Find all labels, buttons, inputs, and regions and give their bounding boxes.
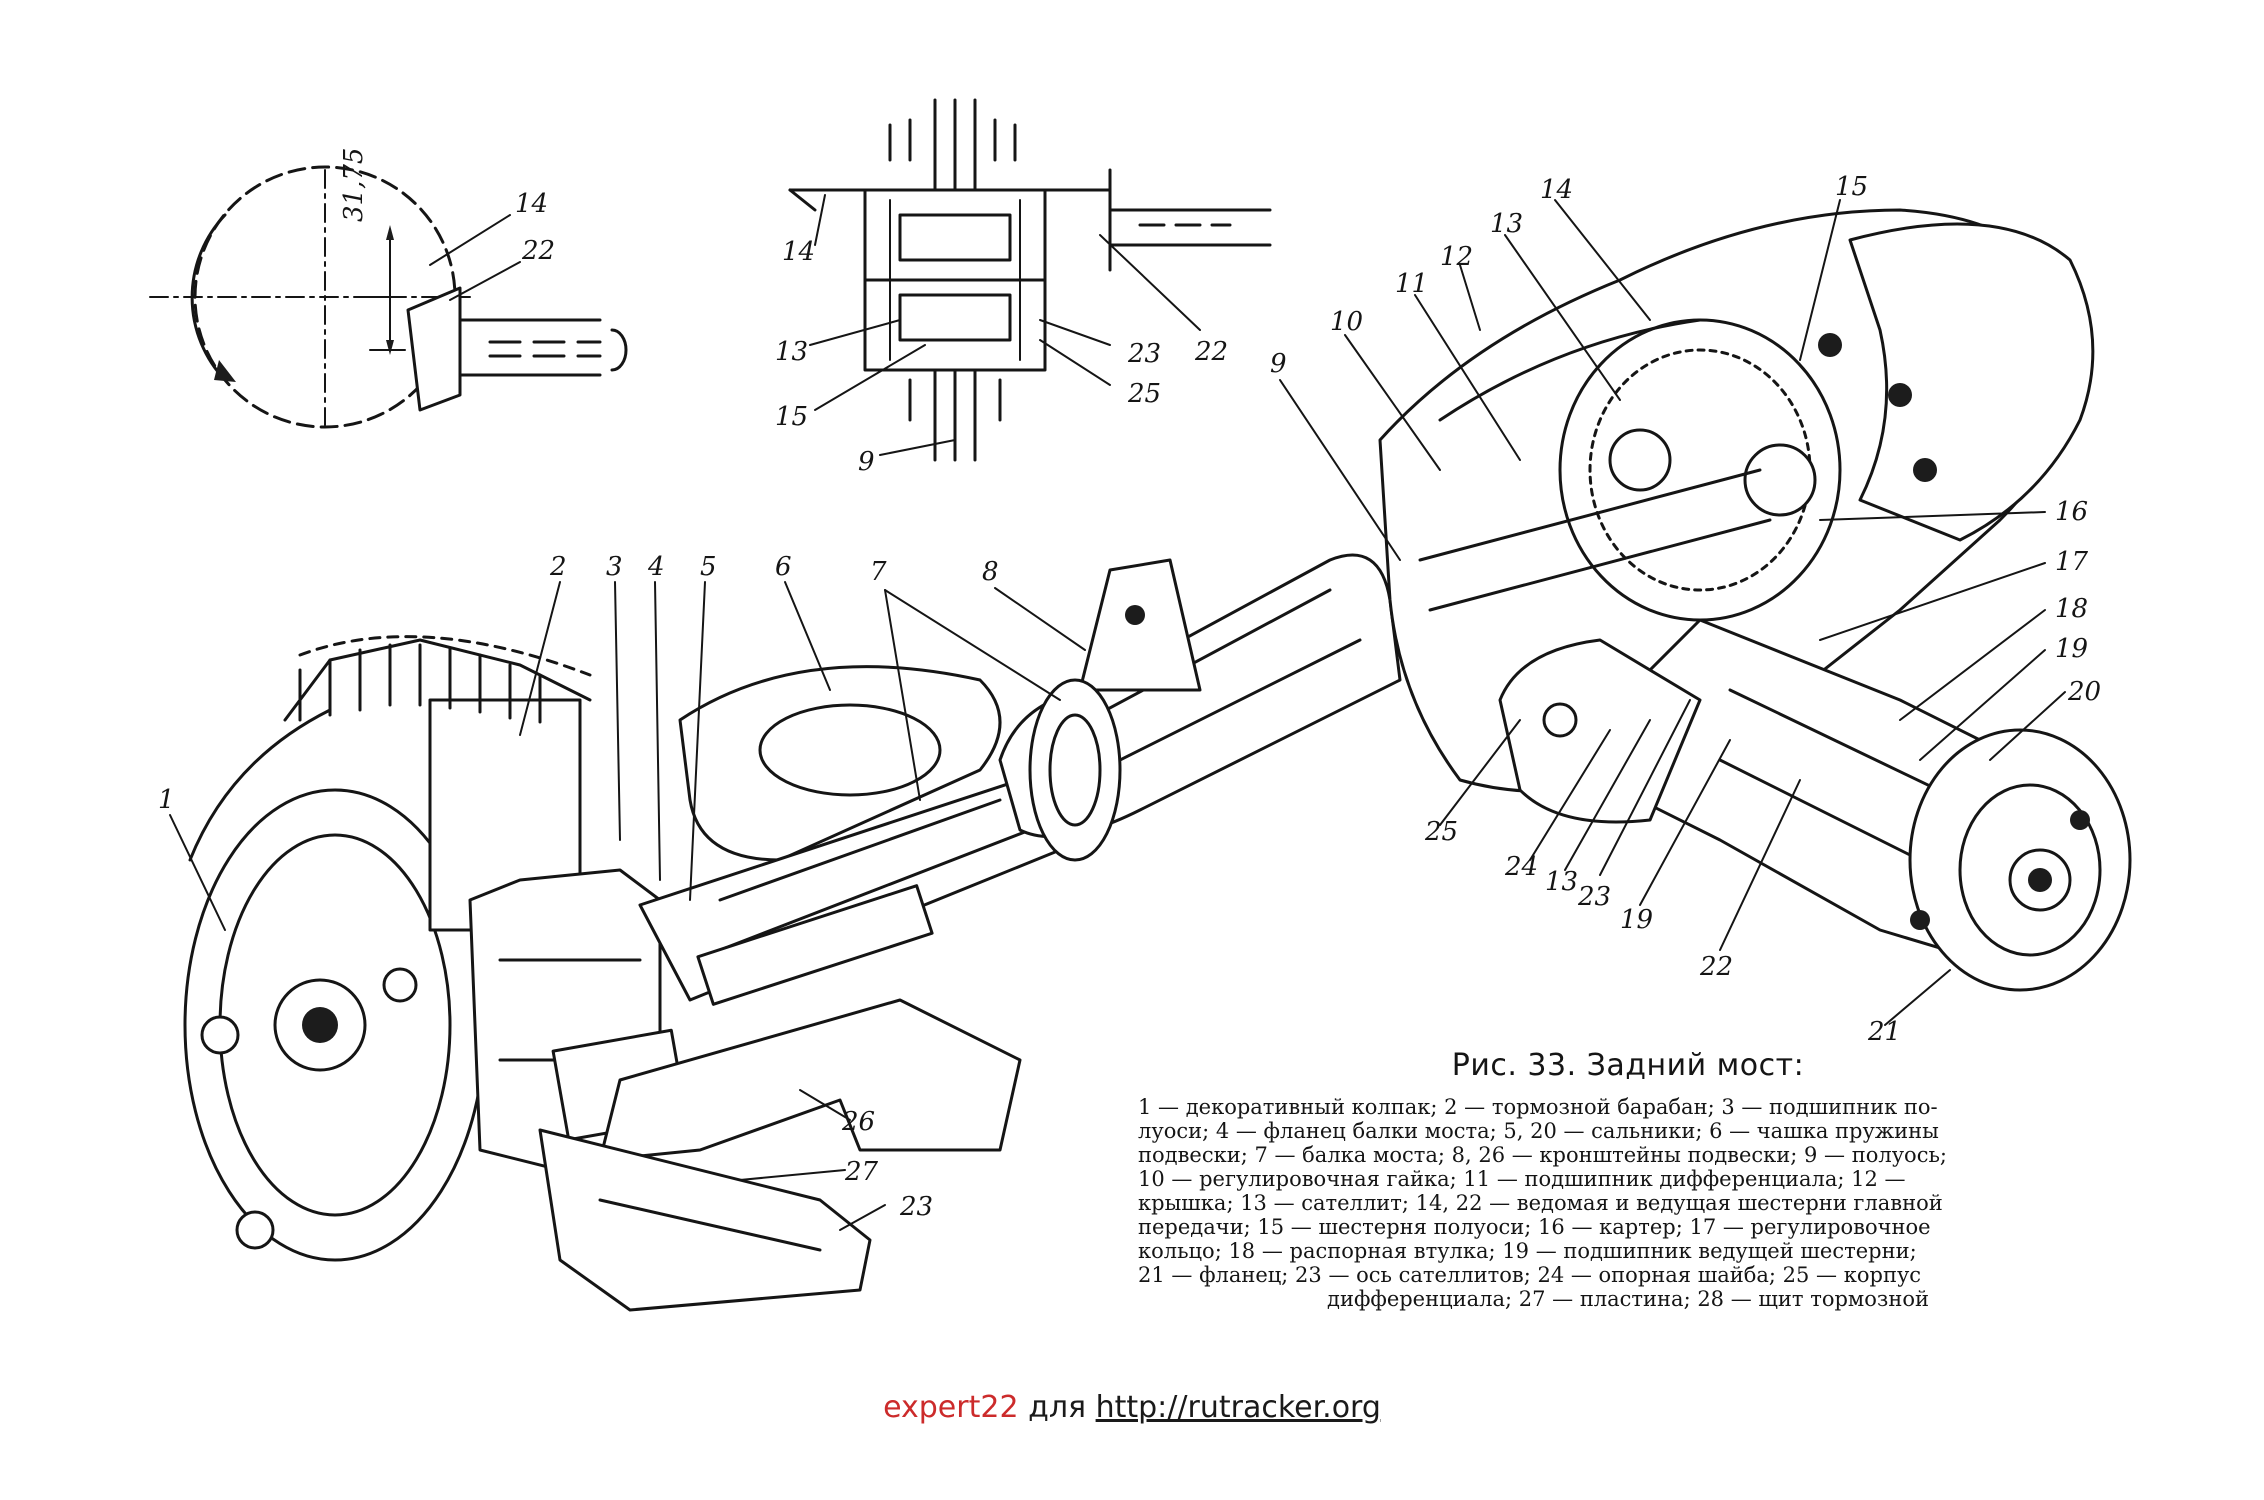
callout-3: 3 — [606, 552, 623, 582]
callout-13-top: 13 — [1490, 209, 1523, 239]
callout-2: 2 — [549, 552, 567, 582]
figure-title: Рис. 33. Задний мост: — [1451, 1048, 1805, 1083]
callout-21: 21 — [1867, 1017, 1901, 1047]
callout-19-bottom: 19 — [1620, 905, 1653, 935]
schematic-label-25: 25 — [1127, 379, 1161, 409]
callout-11: 11 — [1395, 269, 1428, 299]
callout-25: 25 — [1424, 817, 1458, 847]
main-callouts: 1 2 3 4 5 6 7 8 9 10 11 12 13 14 15 16 1… — [158, 172, 2101, 1222]
inset-label-22: 22 — [521, 236, 555, 266]
legend-line: кольцо; 18 — распорная втулка; 19 — подш… — [1138, 1239, 1917, 1263]
callout-9: 9 — [1270, 349, 1287, 379]
axle-cutaway — [183, 208, 2132, 1312]
inset-dimension: 31,75 — [339, 148, 369, 222]
callout-26: 26 — [841, 1107, 875, 1137]
callout-12: 12 — [1440, 242, 1473, 272]
schematic-label-22: 22 — [1194, 337, 1228, 367]
drum-fins — [298, 643, 542, 724]
legend-line: крышка; 13 — сателлит; 14, 22 — ведомая … — [1138, 1191, 1943, 1215]
watermark-separator: для — [1018, 1390, 1096, 1425]
callout-4: 4 — [647, 552, 665, 582]
watermark-name: expert22 — [883, 1390, 1019, 1425]
callout-1: 1 — [158, 785, 175, 815]
callout-5: 5 — [700, 552, 717, 582]
callout-leaders — [169, 199, 2066, 1231]
schematic-label-13: 13 — [775, 337, 808, 367]
callout-15: 15 — [1835, 172, 1868, 202]
callout-20: 20 — [2067, 677, 2101, 707]
callout-8: 8 — [982, 557, 999, 587]
callout-17: 17 — [2055, 547, 2089, 577]
callout-23-right: 23 — [1577, 882, 1611, 912]
legend-line: подвески; 7 — балка моста; 8, 26 — кронш… — [1138, 1143, 1947, 1167]
legend-line: передачи; 15 — шестерня полуоси; 16 — ка… — [1138, 1215, 1931, 1239]
callout-24: 24 — [1504, 852, 1538, 882]
schematic-label-23: 23 — [1127, 339, 1161, 369]
legend-line: 10 — регулировочная гайка; 11 — подшипни… — [1138, 1167, 1906, 1191]
callout-22: 22 — [1699, 952, 1733, 982]
callout-7: 7 — [870, 557, 887, 587]
callout-14: 14 — [1540, 175, 1573, 205]
inset-hypoid-offset: 31,75 14 22 — [149, 148, 628, 429]
callout-6: 6 — [775, 552, 792, 582]
schematic-label-9: 9 — [858, 447, 875, 477]
legend-line: дифференциала; 27 — пластина; 28 — щит т… — [1327, 1287, 1929, 1311]
schematic-label-15: 15 — [775, 402, 808, 432]
legend-line: 21 — фланец; 23 — ось сателлитов; 24 — о… — [1138, 1263, 1922, 1287]
figure-caption: Рис. 33. Задний мост: 1 — декоративный к… — [1138, 1048, 2118, 1311]
callout-13-bottom: 13 — [1545, 867, 1578, 897]
callout-23-bottom: 23 — [899, 1192, 933, 1222]
inset-differential-schematic: 14 22 13 23 15 25 9 — [775, 98, 1272, 477]
callout-19-right: 19 — [2055, 634, 2088, 664]
schematic-label-14: 14 — [782, 237, 815, 267]
callout-16: 16 — [2055, 497, 2088, 527]
legend-line: луоси; 4 — фланец балки моста; 5, 20 — с… — [1138, 1119, 1939, 1143]
legend-line: 1 — декоративный колпак; 2 — тормозной б… — [1138, 1095, 1938, 1119]
watermark: expert22 для http://rutracker.org — [0, 1390, 2264, 1425]
callout-27: 27 — [844, 1157, 879, 1187]
callout-18: 18 — [2055, 594, 2088, 624]
callout-10: 10 — [1330, 307, 1363, 337]
watermark-link[interactable]: http://rutracker.org — [1095, 1390, 1381, 1425]
inset-label-14: 14 — [515, 189, 548, 219]
